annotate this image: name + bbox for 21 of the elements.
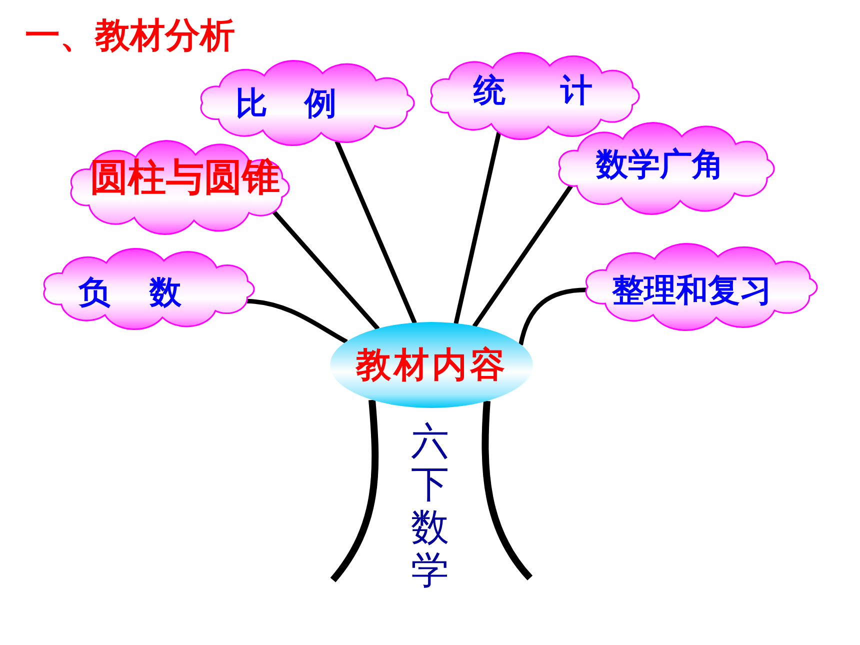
connector-line xyxy=(472,184,573,328)
title: 一、教材分析 xyxy=(25,19,235,54)
cloud-bubble xyxy=(585,243,818,331)
topic-label: 比 例 xyxy=(235,87,337,119)
connector-line xyxy=(518,288,586,346)
cloud-bubble xyxy=(70,140,290,235)
cloud-bubble xyxy=(558,122,775,215)
vertical-label: 六下数学 xyxy=(410,420,450,592)
connector-line xyxy=(454,132,502,324)
topic-label: 统 计 xyxy=(473,74,593,106)
connector-line xyxy=(334,140,417,324)
cloud-bubble xyxy=(43,248,255,330)
topic-label: 数学广角 xyxy=(596,148,724,180)
cloud-bubble xyxy=(430,52,640,140)
connector-line xyxy=(272,210,380,330)
central-label: 教材内容 xyxy=(356,348,508,382)
topic-label: 整理和复习 xyxy=(612,274,772,306)
topic-label: 圆柱与圆锥 xyxy=(90,158,280,196)
topic-label: 负 数 xyxy=(78,276,182,308)
connector-line xyxy=(246,298,348,344)
cloud-bubble xyxy=(200,60,415,146)
